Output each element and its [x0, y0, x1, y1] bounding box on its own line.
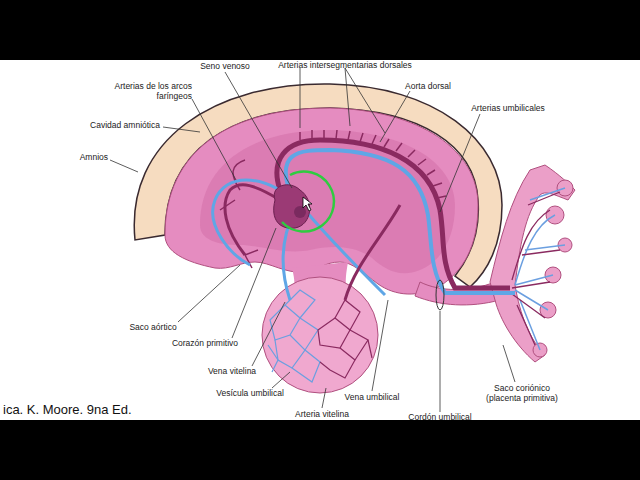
part-label: Saco coriónico (placenta primitiva) — [482, 384, 562, 404]
part-label: Saco aórtico — [129, 323, 176, 333]
citation: ica. K. Moore. 9na Ed. — [3, 403, 132, 418]
part-label: Arterias de los arcos faríngeos — [112, 82, 192, 102]
part-label: Arteria vitelina — [295, 410, 349, 420]
part-label: Aorta dorsal — [405, 82, 451, 92]
part-label: Amnios — [80, 153, 108, 163]
part-label: Arterias umbilicales — [471, 104, 545, 114]
part-label: Vena umbilical — [345, 393, 400, 403]
part-label: Seno venoso — [200, 62, 250, 72]
part-label: Arterias intersegmentarias dorsales — [278, 61, 412, 71]
part-label: Vesícula umbilical — [216, 389, 284, 399]
part-label: Cordón umbilical — [408, 413, 471, 423]
part-label: Vena vitelina — [208, 367, 256, 377]
part-label: Cavidad amniótica — [90, 121, 160, 131]
part-label: Corazón primitivo — [172, 339, 238, 349]
